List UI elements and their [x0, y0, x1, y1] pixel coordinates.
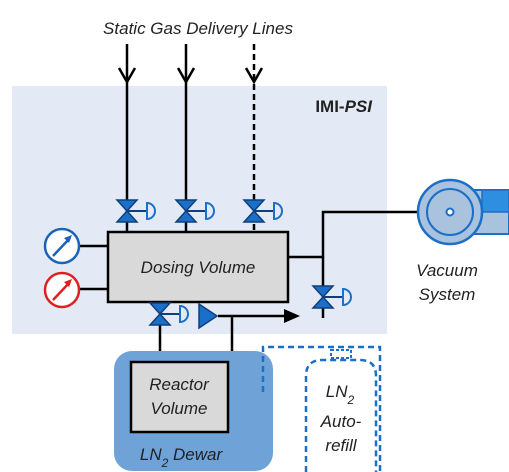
autofill-label-line3: refill: [325, 436, 357, 455]
autofill-label-line2: Auto-: [320, 412, 362, 431]
dosing-volume-label: Dosing Volume: [141, 258, 256, 277]
dosing-volume-box: [106, 230, 290, 304]
ln2-autofill-tank: [304, 349, 378, 472]
pressure-gauge-icon-red: [43, 271, 81, 309]
pressure-gauge-icon-blue: [43, 227, 81, 265]
reactor-volume-box: [129, 360, 230, 434]
flow-arrow-icon: [284, 309, 300, 323]
autofill-label-line1: LN2: [326, 382, 355, 407]
reactor-label-line2: Volume: [150, 399, 207, 418]
dewar-label: LN2 Dewar: [140, 445, 224, 470]
autofill-line: [261, 345, 382, 472]
vacuum-pump-icon: [416, 178, 509, 246]
gas-lines-title: Static Gas Delivery Lines: [103, 19, 293, 38]
valve-icon-reactor[interactable]: [148, 302, 189, 326]
reactor-label-line1: Reactor: [149, 375, 210, 394]
valve-icon-gas-3[interactable]: [242, 199, 283, 223]
valve-icon-vacuum[interactable]: [311, 285, 352, 309]
vacuum-label-line1: Vacuum: [416, 261, 478, 280]
transducer-icon: [198, 302, 219, 330]
valve-icon-gas-1[interactable]: [115, 199, 156, 223]
brand-label: IMI-PSI: [315, 97, 373, 116]
vacuum-label-line2: System: [419, 285, 476, 304]
valve-icon-gas-2[interactable]: [174, 199, 215, 223]
